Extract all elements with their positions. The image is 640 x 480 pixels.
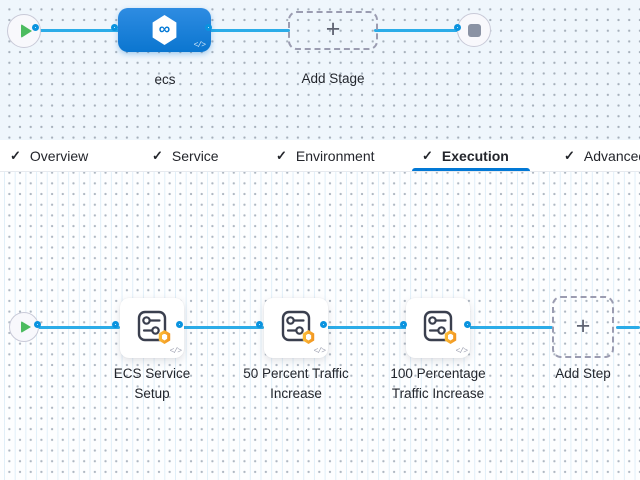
plus-icon: + [575,311,591,340]
check-icon: ✓ [10,148,21,163]
ecs-step-icon [281,310,311,342]
code-icon: </> [313,347,326,356]
ecs-step-icon [137,310,167,342]
pipeline-start-node [7,14,41,48]
tab-label: Environment [295,148,375,164]
step-label: ECS Service Setup [113,366,191,401]
execution-canvas[interactable]: </> </> </> [0,172,640,480]
step-node-50-percent[interactable]: </> [264,298,328,358]
aws-badge-icon [444,330,457,344]
port[interactable] [454,24,461,31]
port[interactable] [320,321,327,328]
tab-execution[interactable]: ✓ Execution [422,140,509,172]
port[interactable] [32,24,39,31]
stop-icon [467,23,481,37]
stage-node-ecs[interactable]: ∞ </> [118,8,211,52]
tab-advanced[interactable]: ✓ Advanced [564,140,640,172]
check-icon: ✓ [276,148,287,163]
connector-line [468,325,553,329]
port[interactable] [464,321,471,328]
tab-label: Execution [441,148,509,164]
add-stage-button[interactable]: + [288,11,378,50]
tab-overview[interactable]: ✓ Overview [10,140,88,172]
connector-line [374,28,458,32]
stage-name-label: ecs [154,72,176,87]
port[interactable] [112,321,119,328]
plus-icon: + [325,15,341,43]
tab-environment[interactable]: ✓ Environment [276,140,375,172]
add-step-button[interactable]: + [552,296,614,358]
port[interactable] [111,24,118,31]
tab-label: Overview [29,148,89,164]
connector-line [180,325,264,329]
check-icon: ✓ [152,148,163,163]
stage-canvas[interactable]: ∞ </> + ecs Add Stage [0,0,640,140]
tab-label: Service [171,148,219,164]
step-node-ecs-service-setup[interactable]: </> [120,298,184,358]
code-icon: </> [455,347,468,356]
port[interactable] [256,321,263,328]
code-icon: </> [193,41,206,50]
play-icon [20,24,32,38]
code-icon: </> [169,347,182,356]
connector-line [205,28,290,32]
pipeline-end-node [457,13,491,47]
step-label: 100 Percentage Traffic Increase [390,366,486,401]
ecs-step-icon [423,310,453,342]
add-stage-label: Add Stage [301,71,365,86]
check-icon: ✓ [422,148,433,163]
step-node-100-percentage[interactable]: </> [406,298,470,358]
tab-label: Advanced [583,148,640,164]
play-icon [21,321,31,333]
add-step-label: Add Step [555,366,611,381]
connector-line [38,325,120,329]
tab-service[interactable]: ✓ Service [152,140,219,172]
aws-badge-icon [158,330,171,344]
port[interactable] [400,321,407,328]
aws-badge-icon [302,330,315,344]
connector-line [616,325,640,329]
stage-config-tabbar: ✓ Overview ✓ Service ✓ Environment ✓ Exe… [0,140,640,172]
step-label: 50 Percent Traffic Increase [243,366,349,401]
connector-line [36,28,120,32]
port[interactable] [205,24,212,31]
port[interactable] [34,321,41,328]
active-tab-underline [412,168,530,171]
check-icon: ✓ [564,148,575,163]
harness-cd-icon: ∞ [152,15,177,45]
port[interactable] [176,321,183,328]
connector-line [324,325,408,329]
